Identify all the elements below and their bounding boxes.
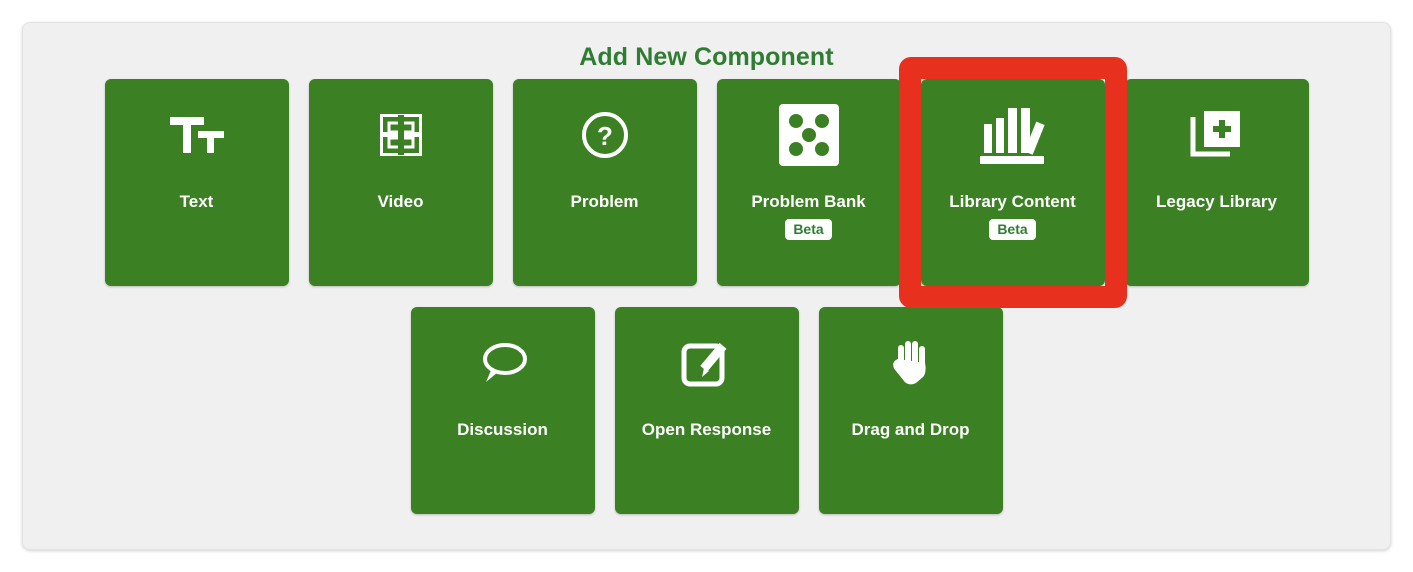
text-icon	[169, 79, 224, 191]
edit-square-icon	[681, 307, 733, 419]
component-tile-label: Drag and Drop	[851, 420, 970, 439]
svg-text:?: ?	[597, 121, 613, 151]
component-tile-drag-and-drop[interactable]: Drag and Drop	[818, 307, 1003, 514]
component-tile-label: Library Content	[949, 192, 1076, 211]
component-tile-problem[interactable]: ? Problem	[512, 79, 697, 286]
status-badge: Beta	[989, 219, 1036, 240]
component-tile-grid: Text Video	[23, 57, 1390, 514]
component-tile-label: Video	[377, 192, 424, 211]
books-shelf-icon	[978, 79, 1048, 191]
component-tile-library-content[interactable]: Library Content Beta	[898, 57, 1127, 308]
library-add-icon	[1190, 79, 1244, 191]
component-tile-label: Discussion	[457, 420, 548, 439]
component-tile-label: Legacy Library	[1156, 192, 1277, 211]
speech-bubble-icon	[478, 307, 528, 419]
component-tile-label: Problem Bank	[751, 192, 866, 211]
page-title: Add New Component	[579, 43, 834, 71]
status-badge: Beta	[785, 219, 832, 240]
component-tile-label: Text	[179, 192, 214, 211]
hand-icon	[890, 307, 932, 419]
component-tile-row: Discussion Open Response	[23, 307, 1390, 514]
component-tile-label: Open Response	[641, 420, 772, 439]
film-icon	[379, 79, 422, 191]
component-tile-open-response[interactable]: Open Response	[614, 307, 799, 514]
question-circle-icon: ?	[581, 79, 629, 191]
component-tile-row: Text Video	[23, 57, 1390, 308]
dice-five-icon	[777, 79, 841, 191]
component-tile-text[interactable]: Text	[104, 79, 289, 286]
component-tile-video[interactable]: Video	[308, 79, 493, 286]
component-tile-label: Problem	[570, 192, 639, 211]
add-component-panel: Add New Component Text	[22, 22, 1391, 550]
component-tile-legacy-library[interactable]: Legacy Library	[1124, 79, 1309, 286]
component-tile-problem-bank[interactable]: Problem Bank Beta	[716, 79, 901, 286]
component-tile-discussion[interactable]: Discussion	[410, 307, 595, 514]
